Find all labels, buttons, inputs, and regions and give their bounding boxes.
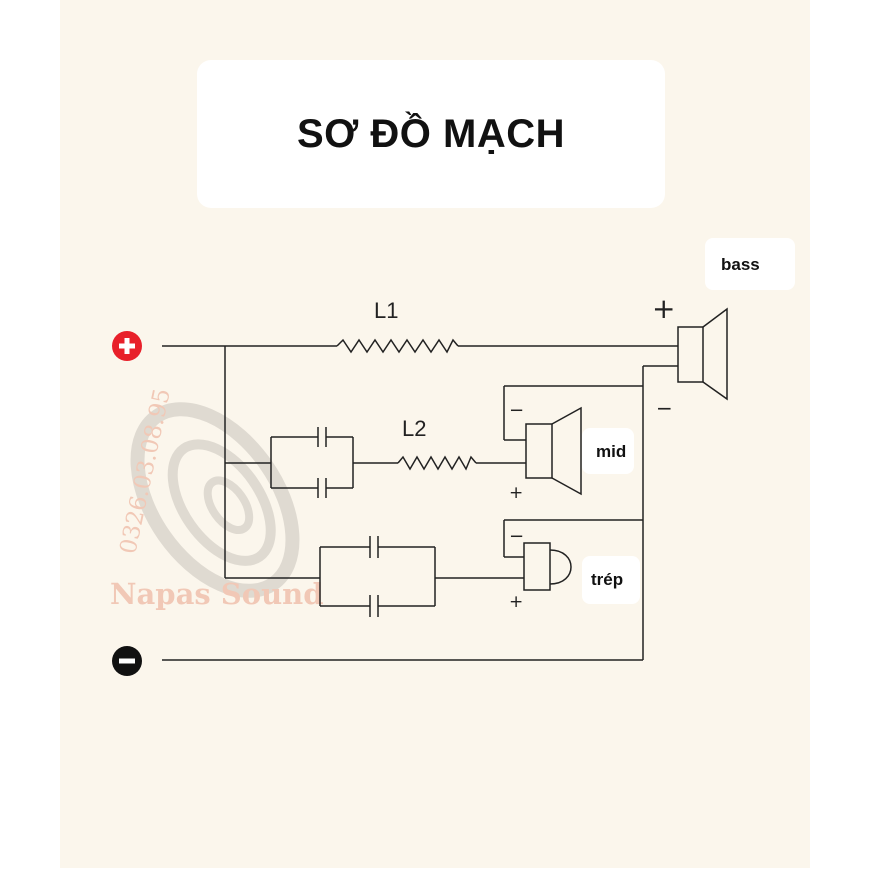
mid-label: mid	[596, 442, 627, 461]
capacitor-group-mid	[270, 427, 354, 498]
bass-minus-mark: −	[656, 396, 673, 420]
page-title: SƠ ĐỒ MẠCH	[296, 111, 565, 156]
negative-terminal-icon	[112, 646, 142, 676]
title-box: SƠ ĐỒ MẠCH	[197, 60, 665, 208]
bass-speaker-icon	[677, 307, 728, 401]
inductor-l1	[336, 338, 459, 354]
trep-label-box: trép	[582, 556, 640, 604]
label-l2: L2	[402, 416, 426, 441]
mid-minus-mark: −	[509, 400, 524, 421]
inductor-l2	[397, 455, 477, 471]
trep-label: trép	[591, 570, 624, 589]
watermark: 0326.03.08.95 Napas Sound	[110, 386, 324, 611]
mid-label-box: mid	[582, 428, 634, 474]
bass-label: bass	[721, 255, 760, 274]
watermark-brand: Napas Sound	[110, 577, 324, 611]
trep-minus-mark: −	[509, 526, 524, 547]
mid-speaker-icon	[525, 406, 582, 496]
bass-label-box: bass	[705, 238, 795, 290]
tweeter-speaker-icon	[523, 542, 572, 591]
bass-plus-mark: +	[652, 292, 675, 325]
positive-terminal-icon	[112, 331, 142, 361]
speaker-watermark-icon	[130, 402, 300, 598]
capacitor-group-trep	[319, 536, 436, 617]
wires	[162, 345, 678, 661]
trep-plus-mark: +	[509, 592, 523, 612]
label-l1: L1	[374, 298, 398, 323]
mid-plus-mark: +	[509, 483, 523, 503]
